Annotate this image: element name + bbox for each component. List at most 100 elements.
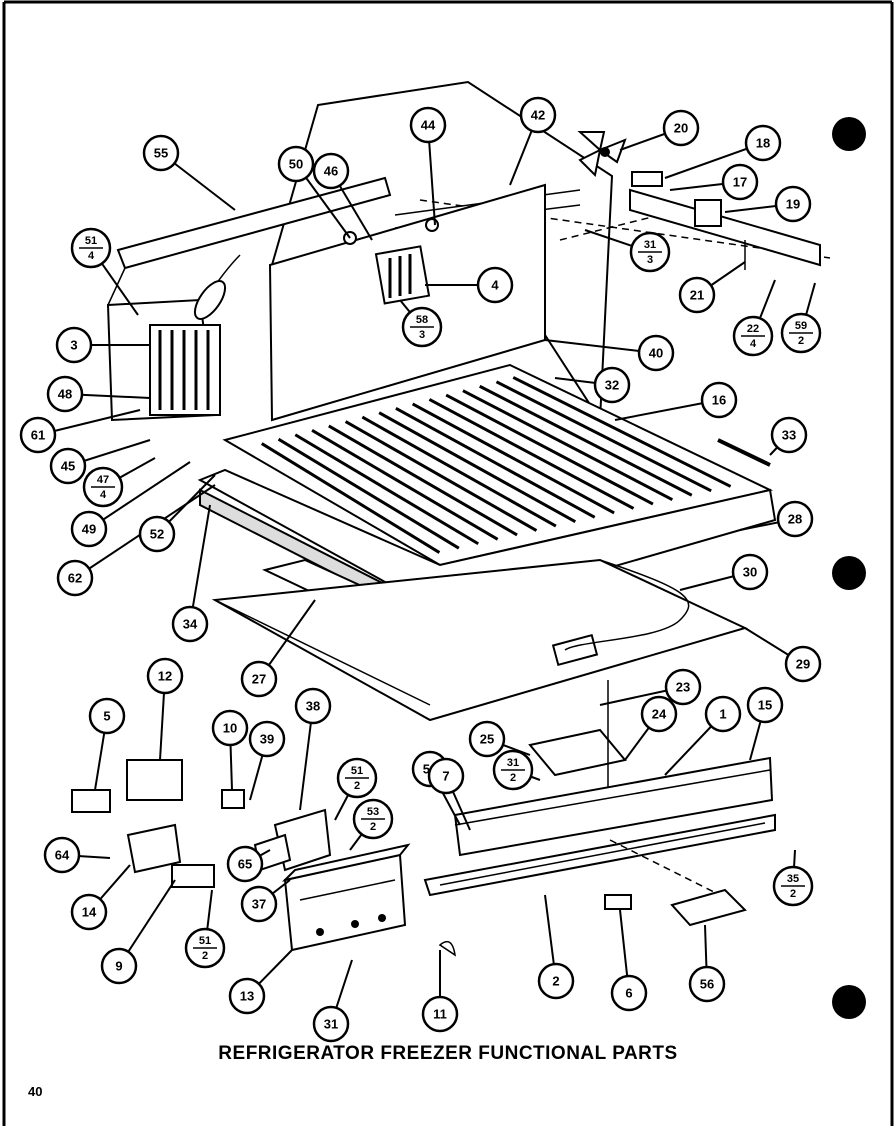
callout-circle [731, 553, 769, 591]
callout-number: 30 [743, 565, 757, 580]
callout-number: 51 [85, 235, 97, 247]
callout-number: 65 [238, 857, 252, 872]
grille-rib [294, 433, 480, 546]
callout-49: 49 [70, 510, 108, 548]
callout-number: 37 [252, 897, 266, 912]
callout-circle [46, 375, 84, 413]
callout-4: 4 [476, 266, 514, 304]
callout-number: 46 [324, 164, 338, 179]
grille-rib [260, 442, 441, 554]
callout-47-4: 474 [82, 466, 124, 508]
callout-circle [678, 276, 716, 314]
callout-44: 44 [409, 106, 447, 144]
callout-circle [49, 447, 87, 485]
callout-quantity: 2 [370, 821, 376, 833]
callout-quantity: 2 [354, 780, 360, 792]
condenser-frame [106, 176, 392, 422]
callout-1: 1 [704, 695, 742, 733]
diagram-title: REFRIGERATOR FREEZER FUNCTIONAL PARTS [218, 1043, 678, 1064]
callout-quantity: 3 [647, 254, 653, 266]
callout-circle [746, 686, 784, 724]
callout-number: 4 [491, 278, 499, 293]
callout-circle [277, 145, 315, 183]
callout-number: 49 [82, 522, 96, 537]
callout-number: 55 [154, 146, 168, 161]
control-housing [281, 843, 411, 952]
callout-12: 12 [146, 657, 184, 695]
callout-number: 24 [652, 707, 667, 722]
callout-quantity: 2 [202, 950, 208, 962]
callout-51-2: 512 [336, 757, 378, 799]
callout-circle [138, 515, 176, 553]
callout-16: 16 [700, 381, 738, 419]
callout-11: 11 [421, 995, 459, 1033]
callout-34: 34 [171, 605, 209, 643]
callout-6: 6 [610, 974, 648, 1012]
callout-number: 6 [625, 986, 632, 1001]
callout-number: 51 [351, 765, 363, 777]
callout-27: 27 [240, 660, 278, 698]
leader-line [189, 504, 211, 625]
callout-56: 56 [688, 965, 726, 1003]
callout-number: 12 [158, 669, 172, 684]
callout-circle [19, 416, 57, 454]
callout-circle [744, 124, 782, 162]
callout-number: 33 [782, 428, 796, 443]
callout-circle [70, 510, 108, 548]
callout-2: 2 [537, 962, 575, 1000]
grille-rib [378, 411, 577, 524]
bottom-trim-channel [423, 813, 776, 897]
callout-number: 29 [796, 657, 810, 672]
callout-number: 50 [289, 157, 303, 172]
callout-number: 23 [676, 680, 690, 695]
grille-rib [495, 380, 712, 493]
callout-circle [146, 657, 184, 695]
callout-number: 64 [55, 848, 70, 863]
callout-61: 61 [19, 416, 57, 454]
callout-circle [55, 326, 93, 364]
callout-51-2: 512 [184, 927, 226, 969]
callout-number: 38 [306, 699, 320, 714]
callout-circle [774, 185, 812, 223]
callout-45: 45 [49, 447, 87, 485]
callout-quantity: 4 [750, 338, 757, 350]
callout-circle [88, 697, 126, 735]
callout-number: 27 [252, 672, 266, 687]
callout-46: 46 [312, 152, 350, 190]
fan-motor-bracket [629, 171, 821, 270]
callout-circle [662, 109, 700, 147]
callout-circle [688, 965, 726, 1003]
callout-number: 48 [58, 387, 72, 402]
callout-13: 13 [228, 977, 266, 1015]
callout-circle [770, 416, 808, 454]
callout-17: 17 [721, 163, 759, 201]
callout-number: 42 [531, 108, 545, 123]
callout-circle [228, 977, 266, 1015]
callout-3: 3 [55, 326, 93, 364]
callout-31-2: 312 [492, 749, 534, 791]
callout-quantity: 2 [798, 335, 804, 347]
grille-rib [395, 406, 596, 519]
callout-number: 34 [183, 617, 198, 632]
callout-quantity: 4 [88, 250, 95, 262]
callout-circle [240, 885, 278, 923]
grille-rib [328, 424, 518, 537]
callout-23: 23 [664, 668, 702, 706]
callout-circle [248, 720, 286, 758]
callout-number: 31 [644, 239, 656, 251]
callout-22-4: 224 [732, 315, 774, 357]
callout-number: 2 [552, 974, 559, 989]
callout-number: 14 [82, 905, 97, 920]
binder-hole [832, 117, 866, 151]
callout-number: 61 [31, 428, 45, 443]
callout-circle [468, 720, 506, 758]
callout-circle [312, 152, 350, 190]
knob-part [438, 940, 456, 957]
binder-hole [832, 985, 866, 1019]
callout-circle [294, 687, 332, 725]
callout-circle [56, 559, 94, 597]
callout-number: 45 [61, 459, 75, 474]
callout-number: 16 [712, 393, 726, 408]
